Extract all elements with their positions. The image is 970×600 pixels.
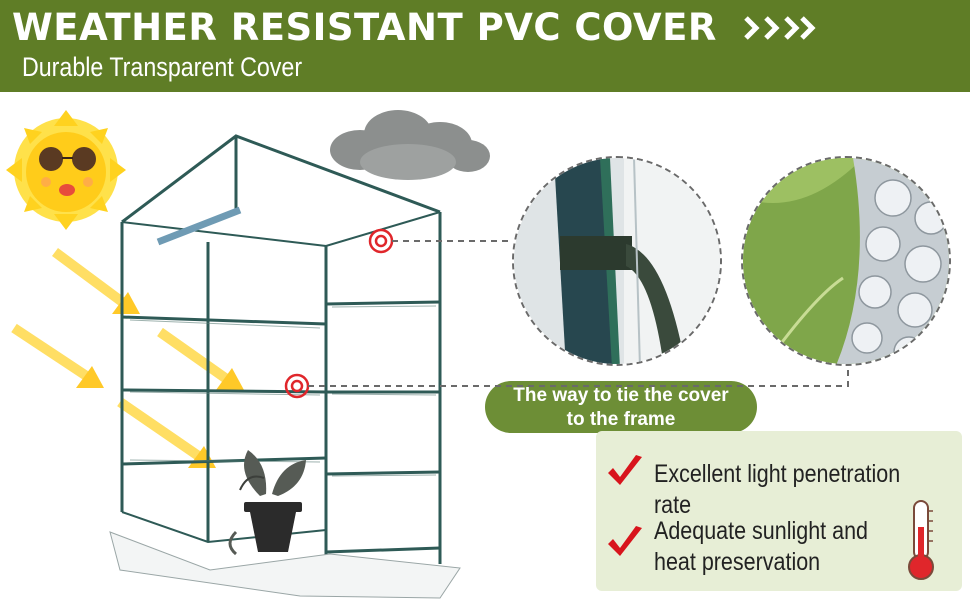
checkmark-icon [608, 455, 642, 485]
feature-panel: Excellent light penetration rate Adequat… [596, 431, 962, 591]
page-subtitle: Durable Transparent Cover [22, 52, 303, 82]
feature-heat-preservation: Adequate sunlight and heat preservation [654, 517, 868, 576]
potted-plant-icon [228, 450, 306, 556]
strap-detail-image [512, 156, 722, 366]
callout-line-1: The way to tie the cover [513, 385, 729, 406]
cloud-icon [330, 110, 490, 180]
cover-detail-image [741, 156, 951, 366]
tie-cover-callout: The way to tie the cover to the frame [485, 381, 757, 433]
chevrons-right-icon [744, 16, 816, 40]
sun-icon [6, 110, 126, 230]
greenhouse-frame [120, 134, 442, 578]
product-scene: The way to tie the cover to the frame [0, 92, 970, 600]
header-banner: WEATHER RESISTANT PVC COVER Durable Tran… [0, 0, 970, 92]
callout-line-2: to the frame [566, 409, 676, 430]
target-marker-icon [284, 228, 394, 399]
thermometer-icon [908, 500, 934, 580]
checkmark-icon [608, 526, 642, 556]
page-title: WEATHER RESISTANT PVC COVER [12, 6, 717, 49]
greenhouse-illustration [6, 110, 490, 599]
feature-light-penetration: Excellent light penetration rate [654, 460, 901, 519]
